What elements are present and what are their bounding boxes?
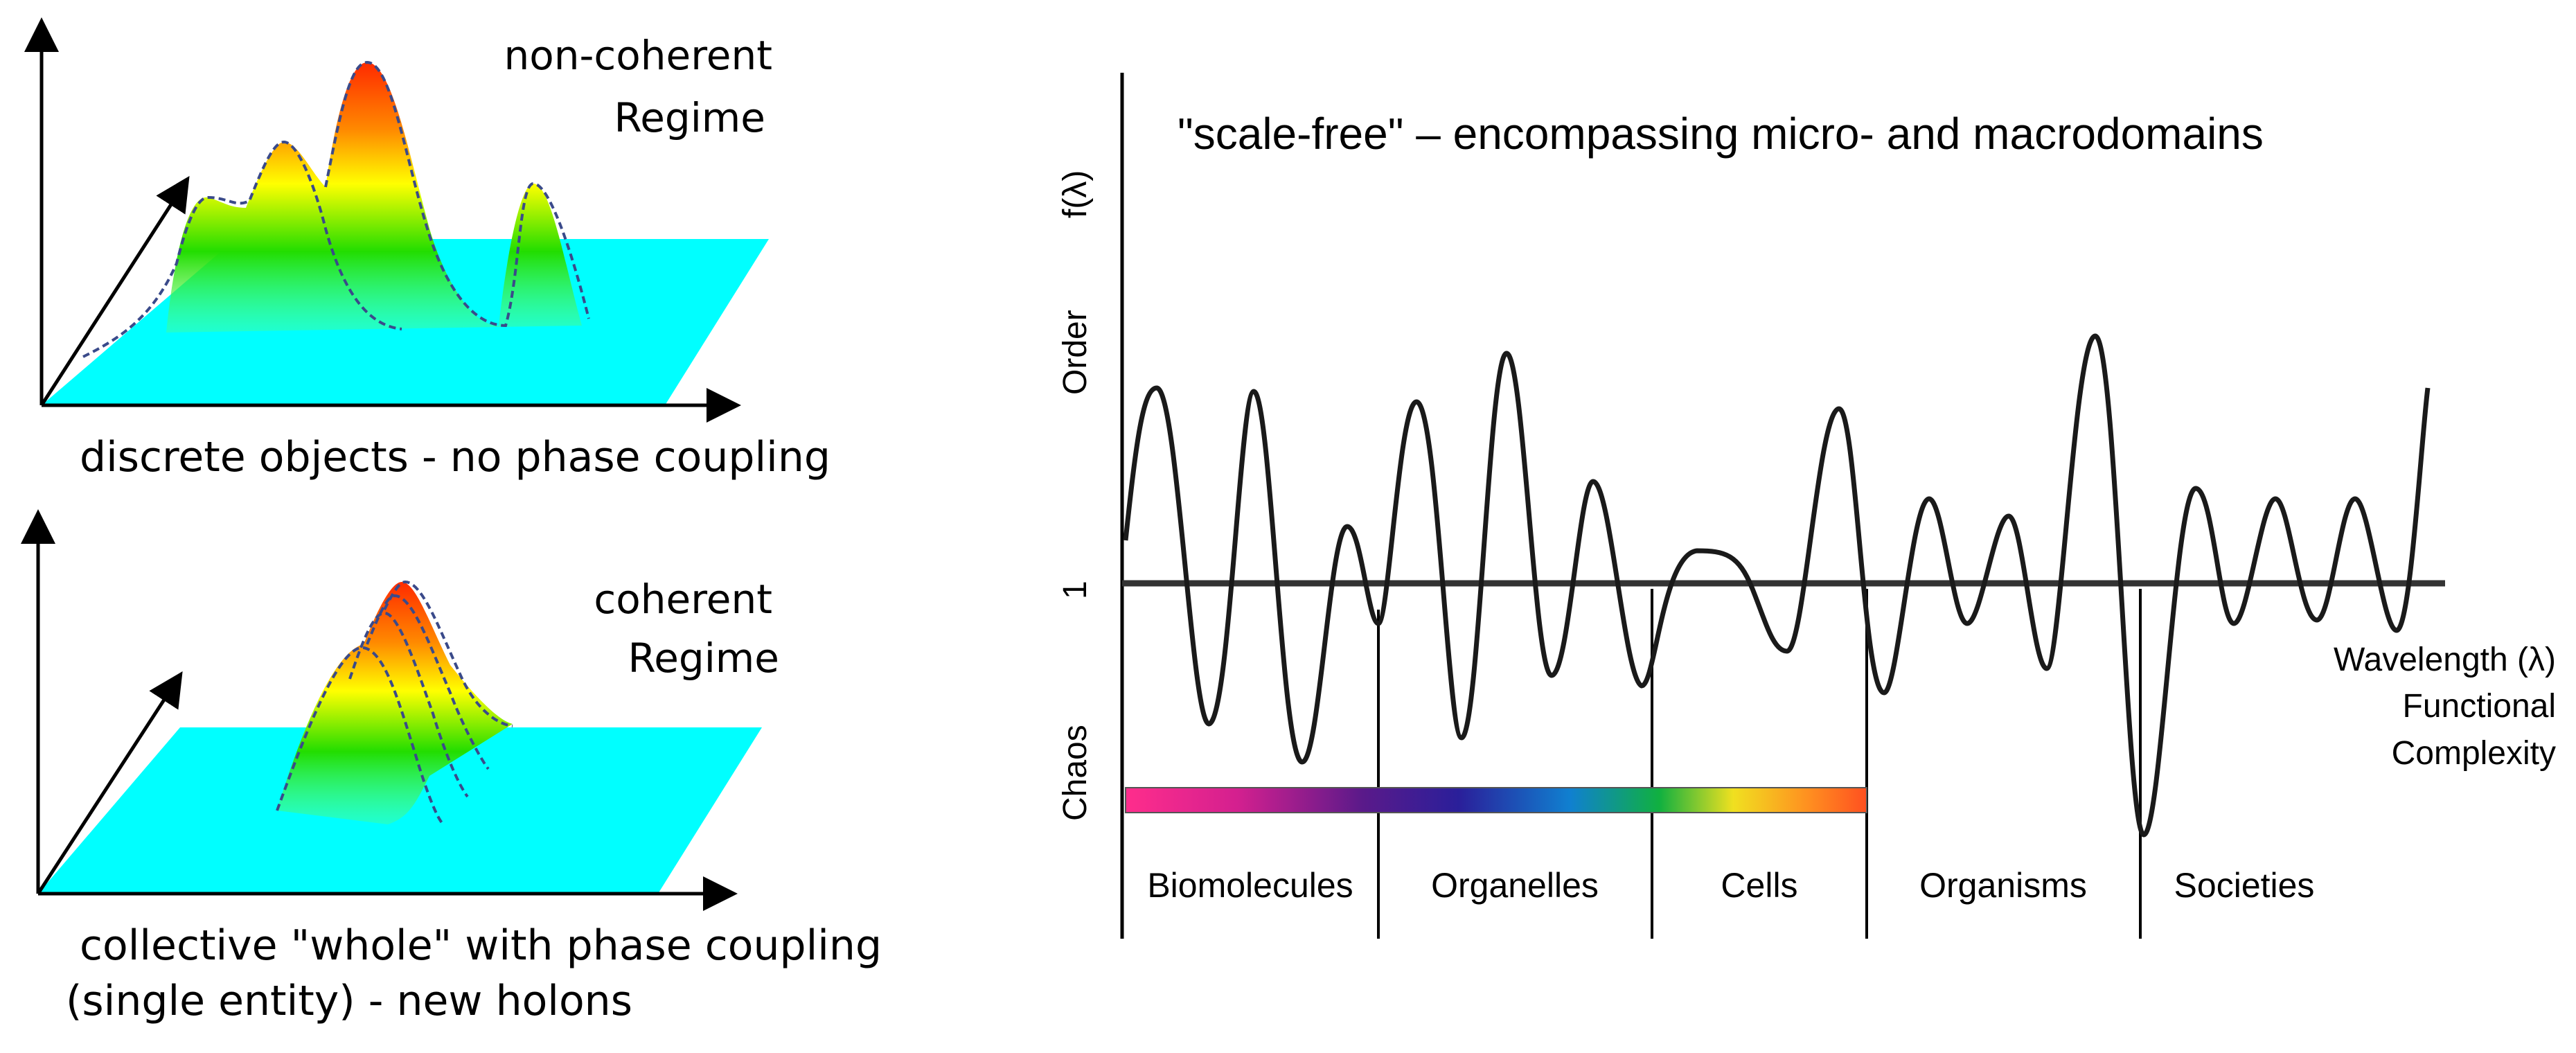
coherent-peaks (276, 580, 513, 826)
y-label-one: 1 (1057, 581, 1094, 599)
x-label-line3: Complexity (2392, 735, 2556, 772)
coherent-caption-line2: (single entity) - new holons (66, 977, 632, 1025)
x-label-line1: Wavelength (λ) (2334, 641, 2556, 678)
domain-label-organelles: Organelles (1431, 866, 1599, 905)
coherent-diagram (21, 509, 762, 911)
noncoherent-regime-line1: non-coherent (504, 32, 772, 79)
noncoherent-regime-line2: Regime (614, 94, 766, 141)
noncoherent-diagram (24, 17, 769, 423)
spectrum-diagram (1120, 73, 2445, 939)
coherent-regime-line2: Regime (628, 635, 780, 682)
y-label-top: f(λ) (1057, 170, 1094, 218)
y-label-chaos: Chaos (1057, 725, 1094, 821)
domain-label-cells: Cells (1721, 866, 1797, 905)
domain-label-biomolecules: Biomolecules (1147, 866, 1353, 905)
chart-title: "scale-free" – encompassing micro- and m… (1178, 109, 2264, 159)
noncoherent-peaks (82, 60, 590, 358)
x-label-line2: Functional (2403, 688, 2556, 725)
y-label-order: Order (1057, 310, 1094, 395)
spectrum-bar (1125, 787, 1867, 813)
domain-label-societies: Societies (2174, 866, 2315, 905)
oscillation-curve (1123, 333, 2431, 838)
domain-label-organisms: Organisms (1919, 866, 2087, 905)
coherent-caption-line1: collective "whole" with phase coupling (80, 921, 882, 970)
coherent-regime-line1: coherent (594, 576, 772, 623)
noncoherent-caption: discrete objects - no phase coupling (80, 433, 830, 481)
